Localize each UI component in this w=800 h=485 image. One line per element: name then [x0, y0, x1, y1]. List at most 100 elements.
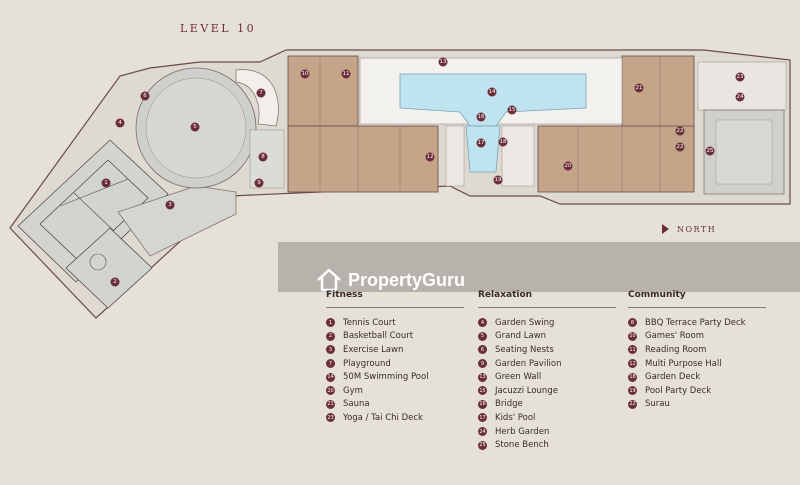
map-marker-22a[interactable]: 22: [675, 126, 685, 136]
map-marker-19[interactable]: 19: [493, 175, 503, 185]
map-marker-24[interactable]: 24: [735, 92, 745, 102]
map-marker-7[interactable]: 7: [256, 88, 266, 98]
map-marker-12[interactable]: 12: [425, 152, 435, 162]
svg-text:15: 15: [509, 107, 516, 113]
kids-pool: [465, 125, 501, 173]
map-marker-1[interactable]: 1: [101, 178, 111, 188]
map-marker-4[interactable]: 4: [115, 118, 125, 128]
svg-text:7: 7: [259, 90, 263, 96]
svg-text:1: 1: [104, 180, 108, 186]
west-building: [287, 55, 439, 193]
north-indicator: NORTH: [662, 224, 716, 234]
map-marker-2[interactable]: 2: [110, 277, 120, 287]
map-marker-13[interactable]: 13: [438, 57, 448, 67]
map-markers: 1 2 3 4 5 6 7 8 9 10 11 12 13 14 15 16 1…: [101, 57, 745, 287]
watermark: PropertyGuru: [316, 268, 465, 292]
level-title: LEVEL 10: [180, 22, 257, 35]
map-marker-14[interactable]: 14: [487, 87, 497, 97]
map-marker-5[interactable]: 5: [190, 122, 200, 132]
map-marker-20[interactable]: 20: [563, 161, 573, 171]
svg-text:4: 4: [118, 120, 122, 126]
map-marker-15[interactable]: 15: [507, 105, 517, 115]
svg-text:14: 14: [489, 89, 496, 95]
legend-fitness-title: Fitness: [326, 290, 464, 308]
map-marker-25[interactable]: 25: [705, 146, 715, 156]
map-marker-8[interactable]: 8: [258, 152, 268, 162]
svg-text:12: 12: [427, 154, 434, 160]
svg-text:24: 24: [737, 94, 744, 100]
svg-text:11: 11: [343, 71, 350, 77]
north-label: NORTH: [677, 224, 717, 234]
legend-relaxation-title: Relaxation: [478, 290, 616, 308]
playground-area: [235, 69, 279, 127]
svg-text:2: 2: [113, 279, 117, 285]
svg-text:21: 21: [636, 85, 643, 91]
svg-text:8: 8: [261, 154, 265, 160]
tennis-court: [17, 139, 169, 283]
watermark-banner: [278, 242, 800, 292]
map-marker-11[interactable]: 11: [341, 69, 351, 79]
legend-community-title: Community: [628, 290, 766, 308]
map-marker-6[interactable]: 6: [140, 91, 150, 101]
map-marker-16[interactable]: 16: [476, 112, 486, 122]
svg-text:3: 3: [168, 202, 172, 208]
svg-text:10: 10: [302, 71, 309, 77]
svg-text:23: 23: [737, 74, 744, 80]
east-building: [537, 55, 695, 193]
svg-text:22: 22: [677, 144, 684, 150]
map-marker-9[interactable]: 9: [254, 178, 264, 188]
exercise-lawn: [117, 185, 237, 257]
svg-text:25: 25: [707, 148, 714, 154]
map-marker-17[interactable]: 17: [476, 138, 486, 148]
svg-text:19: 19: [495, 177, 502, 183]
pool-deck: [359, 57, 623, 187]
svg-text:16: 16: [478, 114, 485, 120]
map-marker-22b[interactable]: 22: [675, 142, 685, 152]
svg-text:18: 18: [500, 139, 507, 145]
svg-text:20: 20: [565, 163, 572, 169]
map-marker-3[interactable]: 3: [165, 200, 175, 210]
watermark-text: PropertyGuru: [348, 269, 466, 290]
svg-text:9: 9: [257, 180, 261, 186]
svg-text:22: 22: [677, 128, 684, 134]
map-marker-21[interactable]: 21: [634, 83, 644, 93]
svg-text:6: 6: [143, 93, 147, 99]
north-arrow-icon: [662, 224, 669, 234]
house-logo-icon: [317, 268, 341, 292]
svg-text:17: 17: [478, 140, 485, 146]
yoga-deck: [697, 61, 787, 195]
map-marker-23[interactable]: 23: [735, 72, 745, 82]
svg-text:13: 13: [440, 59, 447, 65]
map-marker-18[interactable]: 18: [498, 137, 508, 147]
basketball-court: [65, 227, 153, 309]
map-marker-10[interactable]: 10: [300, 69, 310, 79]
